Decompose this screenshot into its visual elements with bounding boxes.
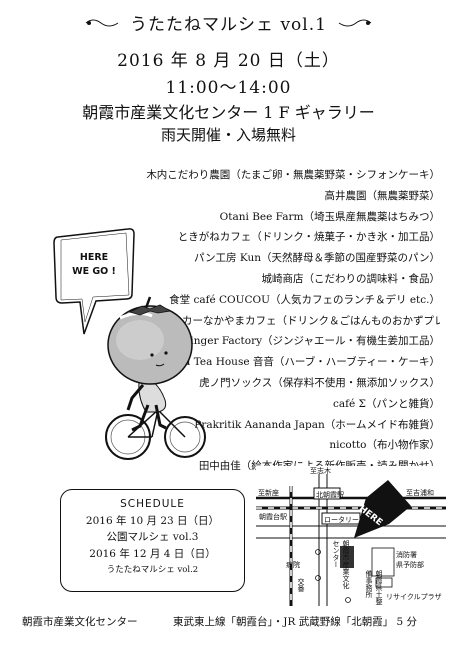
map-label-hospital: 病院 (286, 561, 300, 569)
bubble-line-1: HERE (79, 252, 109, 263)
map-label-niiza: 至新座 (258, 489, 279, 497)
map-label-rotary: ロータリー (324, 516, 359, 524)
map-label-urawa: 至吉浦和 (406, 489, 434, 497)
vendor-item: キッチンカーなかやまカフェ（ドリンク＆ごはんものおかずプレート） (140, 314, 440, 327)
map-labels: 至志木 至新座 至吉浦和 北朝霞駅 朝霞台駅 ロータリー 病院 朝霞市産業文化セ… (256, 466, 446, 606)
bubble-line-2: WE GO ! (72, 266, 116, 277)
vendor-item: Sound Tea House 音音（ハーブ・ハーブティー・ケーキ） (156, 356, 440, 369)
vendor-item: パン工房 Kun（天然酵母＆季節の国産野菜のパン） (193, 252, 440, 265)
vendor-item: Otani Bee Farm（埼玉県産無農薬はちみつ） (219, 210, 440, 223)
map-label-shiki: 至志木 (310, 467, 331, 475)
event-date: 2016 年 8 月 20 日（土） (117, 51, 340, 71)
map-label-fire: 消防署 (396, 551, 417, 559)
map-label-kitaasaka: 北朝霞駅 (316, 491, 344, 499)
flourish-right-icon (338, 19, 372, 26)
vendor-item: ときがねカフェ（ドリンク・焼菓子・かき氷・加工品） (177, 231, 440, 244)
here-arrow-label: HERE (356, 503, 385, 529)
event-time: 11:00～14:00 (165, 78, 292, 98)
schedule-entry-date: 2016 年 10 月 23 日（日） (85, 514, 220, 527)
map-label-asakadai: 朝霞台駅 (259, 513, 287, 521)
vendor-item: café Σ（パンと雑貨） (332, 397, 440, 410)
map-label-center: 朝霞市産業文化センター (332, 540, 350, 589)
schedule-entry-name: うたたねマルシェ vol.2 (106, 565, 199, 575)
vendor-item: nicotto（布小物作家） (329, 439, 440, 452)
vendor-item: 城崎商店（こだわりの調味料・食品） (261, 272, 441, 285)
speech-bubble (53, 228, 135, 335)
vendor-item: 木内こだわり農園（たまご卵・無農薬野菜・シフォンケーキ） (146, 169, 440, 181)
event-venue: 朝霞市産業文化センター 1 F ギャラリー (82, 103, 375, 122)
access-map (256, 466, 446, 606)
map-label-dept: 県予防部 (396, 561, 424, 569)
vendor-item: 食堂 café COUCOU（人気カフェのランチ＆デリ etc.） (169, 293, 440, 306)
schedule-entry-name: 公園マルシェ vol.3 (106, 531, 199, 543)
speech-bubble-text: HERE WE GO ! (62, 251, 126, 279)
tomato-cyclist-illustration (105, 296, 206, 460)
schedule-box: SCHEDULE 2016 年 10 月 23 日（日） 公園マルシェ vol.… (60, 489, 245, 592)
vendor-item: 高井農園（無農薬野菜） (324, 189, 441, 202)
map-label-koban: 交番 (297, 578, 305, 592)
title-row: うたたねマルシェ vol.1 (0, 10, 457, 35)
flourish-left-icon (85, 19, 119, 26)
event-title: うたたねマルシェ vol.1 (130, 15, 327, 35)
vendor-item: Ginger Factory（ジンジャエール・有機生姜加工品） (182, 335, 440, 348)
footer-venue-name: 朝霞市産業文化センター (22, 616, 138, 628)
footer-access: 東武東上線「朝霞台」・JR 武蔵野線「北朝霞」 5 分 (173, 616, 418, 628)
vendor-item: 虎ノ門ソックス（保存料不使用・無添加ソックス） (199, 376, 440, 389)
rain-note: 雨天開催・入場無料 (160, 126, 296, 144)
schedule-title: SCHEDULE (120, 498, 185, 510)
map-label-office: 朝霞県土整備事務所 (365, 570, 383, 605)
schedule-entry-date: 2016 年 12 月 4 日（日） (89, 547, 216, 560)
map-label-recycle: リサイクルプラザ (386, 593, 442, 601)
vendor-item: Prakritik Aananda Japan（ホームメイド布雑貨） (194, 418, 440, 431)
